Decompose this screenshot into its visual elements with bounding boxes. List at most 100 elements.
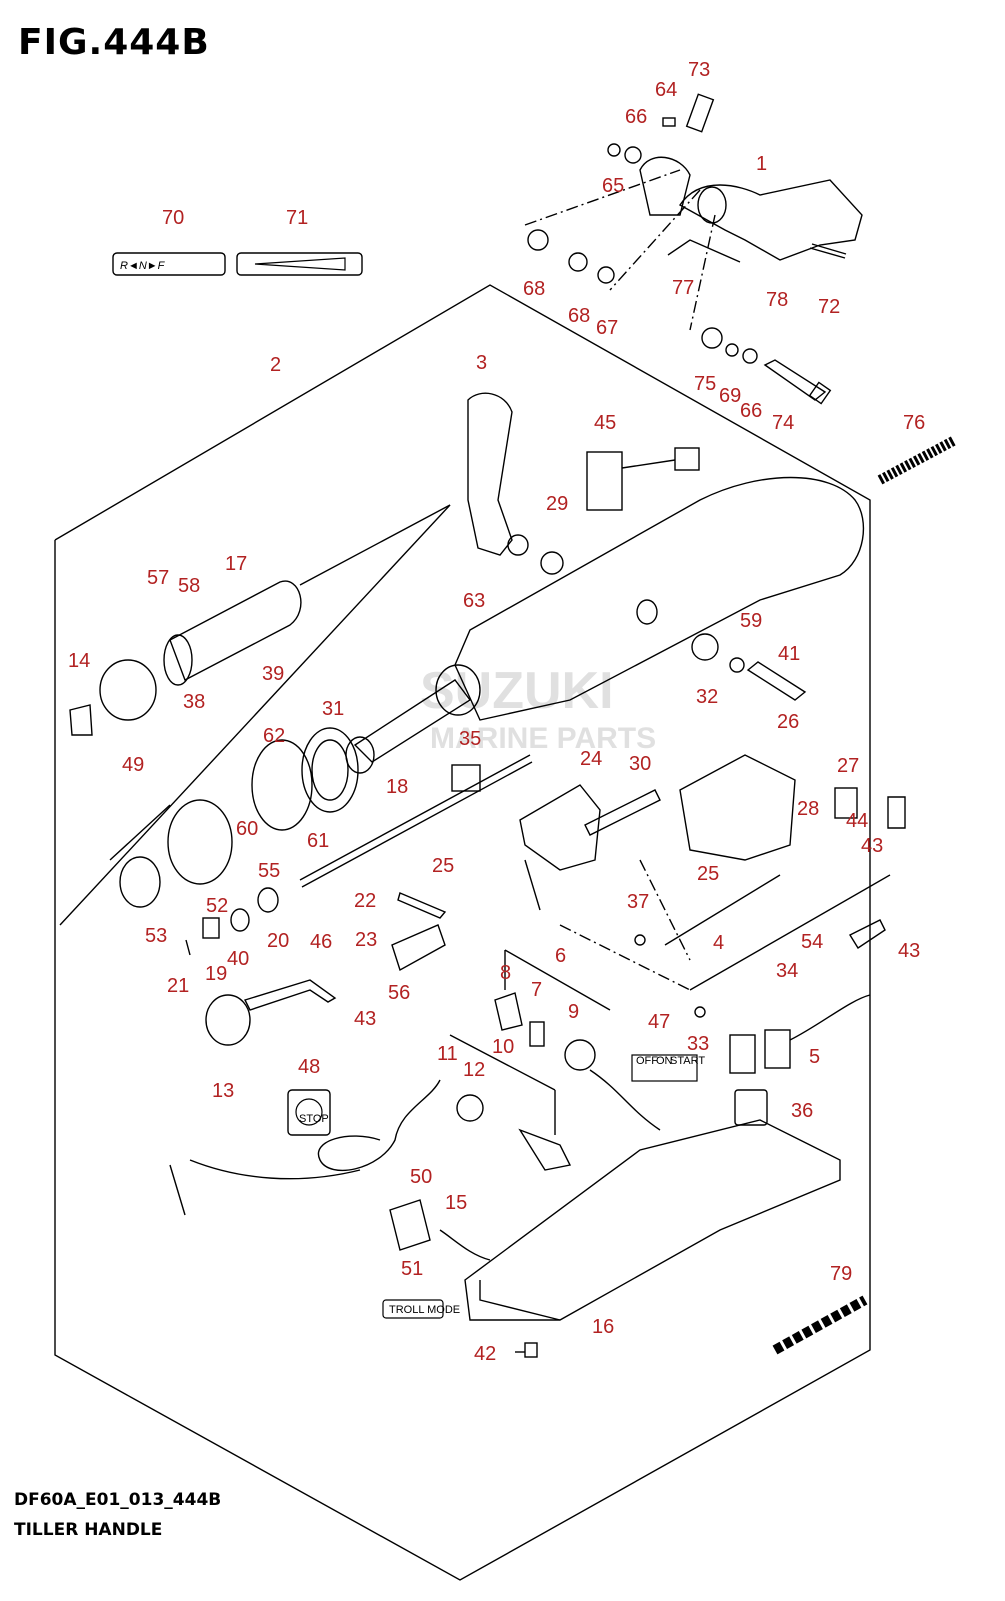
callout: 10 <box>492 1036 514 1058</box>
callout: 43 <box>354 1008 376 1030</box>
callout: 60 <box>236 818 258 840</box>
callout: 57 <box>147 567 169 589</box>
callout: 15 <box>445 1192 467 1214</box>
callout: 1 <box>756 153 767 175</box>
callout: 69 <box>719 385 741 407</box>
watermark-brand: SUZUKI <box>420 662 614 720</box>
callout: 68 <box>568 305 590 327</box>
callout: 58 <box>178 575 200 597</box>
svg-text:OFF: OFF <box>636 1055 658 1067</box>
watermark-sub: MARINE PARTS <box>430 722 656 755</box>
callout: 25 <box>697 863 719 885</box>
callout-numbers: 73 64 66 65 1 70 71 68 68 67 77 78 72 75… <box>68 59 925 1365</box>
callout: 56 <box>388 982 410 1004</box>
callout: 39 <box>262 663 284 685</box>
callout: 19 <box>205 963 227 985</box>
callout: 73 <box>688 59 710 81</box>
callout: 66 <box>625 106 647 128</box>
figure-code: DF60A_E01_013_444B <box>14 1490 222 1510</box>
callout: 51 <box>401 1258 423 1280</box>
callout: 37 <box>627 891 649 913</box>
callout: 44 <box>846 810 868 832</box>
callout: 4 <box>713 932 724 954</box>
callout: 13 <box>212 1080 234 1102</box>
callout: 12 <box>463 1059 485 1081</box>
callout: 3 <box>476 352 487 374</box>
callout: 34 <box>776 960 798 982</box>
callout: 67 <box>596 317 618 339</box>
callout: 71 <box>286 207 308 229</box>
callout: 75 <box>694 373 716 395</box>
callout: 17 <box>225 553 247 575</box>
callout: 55 <box>258 860 280 882</box>
callout: 43 <box>898 940 920 962</box>
callout: 72 <box>818 296 840 318</box>
callout: 11 <box>437 1043 458 1065</box>
callout: 76 <box>903 412 925 434</box>
callout: 9 <box>568 1001 579 1023</box>
callout: 23 <box>355 929 377 951</box>
callout: 78 <box>766 289 788 311</box>
decal-47: OFF ON START <box>631 1054 705 1082</box>
callout: 70 <box>162 207 184 229</box>
decal-71 <box>236 252 363 276</box>
callout: 66 <box>740 400 762 422</box>
callout: 42 <box>474 1343 496 1365</box>
decal-70: R◄N►F <box>112 252 226 276</box>
callout: 77 <box>672 277 694 299</box>
decal-51: TROLL MODE <box>382 1299 460 1319</box>
callout: 41 <box>778 643 800 665</box>
callout: 14 <box>68 650 90 672</box>
callout: 24 <box>580 748 602 770</box>
callout: 26 <box>777 711 799 733</box>
callout: 5 <box>809 1046 820 1068</box>
callout: 65 <box>602 175 624 197</box>
callout: 2 <box>270 354 281 376</box>
callout: 30 <box>629 753 651 775</box>
callout: 79 <box>830 1263 852 1285</box>
callout: 32 <box>696 686 718 708</box>
callout: 35 <box>459 728 481 750</box>
callout: 25 <box>432 855 454 877</box>
callout: 59 <box>740 610 762 632</box>
callout: 22 <box>354 890 376 912</box>
callout: 31 <box>322 698 344 720</box>
callout: 45 <box>594 412 616 434</box>
callout: 36 <box>791 1100 813 1122</box>
callout: 40 <box>227 948 249 970</box>
callout: 7 <box>531 979 542 1001</box>
callout: 43 <box>861 835 883 857</box>
callout: 74 <box>772 412 794 434</box>
callout: 33 <box>687 1033 709 1055</box>
figure-title: FIG.444B <box>18 22 210 63</box>
callout: 62 <box>263 725 285 747</box>
figure-caption: TILLER HANDLE <box>14 1520 163 1540</box>
callout: 38 <box>183 691 205 713</box>
callout: 52 <box>206 895 228 917</box>
callout: 64 <box>655 79 677 101</box>
svg-text:R◄N►F: R◄N►F <box>120 260 166 272</box>
callout: 54 <box>801 931 823 953</box>
leader-line <box>59 504 451 926</box>
callout: 46 <box>310 931 332 953</box>
svg-text:STOP: STOP <box>299 1113 329 1125</box>
callout: 18 <box>386 776 408 798</box>
callout: 48 <box>298 1056 320 1078</box>
callout: 47 <box>648 1011 670 1033</box>
diagram-linework <box>54 93 958 1581</box>
assembly-frame <box>54 284 871 1581</box>
svg-text:ON: ON <box>656 1055 673 1067</box>
suzuki-watermark: SUZUKI MARINE PARTS <box>420 662 656 755</box>
callout: 27 <box>837 755 859 777</box>
callout: 49 <box>122 754 144 776</box>
callout: 6 <box>555 945 566 967</box>
callout: 61 <box>307 830 329 852</box>
callout: 53 <box>145 925 167 947</box>
callout: 50 <box>410 1166 432 1188</box>
callout: 29 <box>546 493 568 515</box>
callout: 63 <box>463 590 485 612</box>
callout: 20 <box>267 930 289 952</box>
callout: 21 <box>167 975 189 997</box>
callout: 28 <box>797 798 819 820</box>
